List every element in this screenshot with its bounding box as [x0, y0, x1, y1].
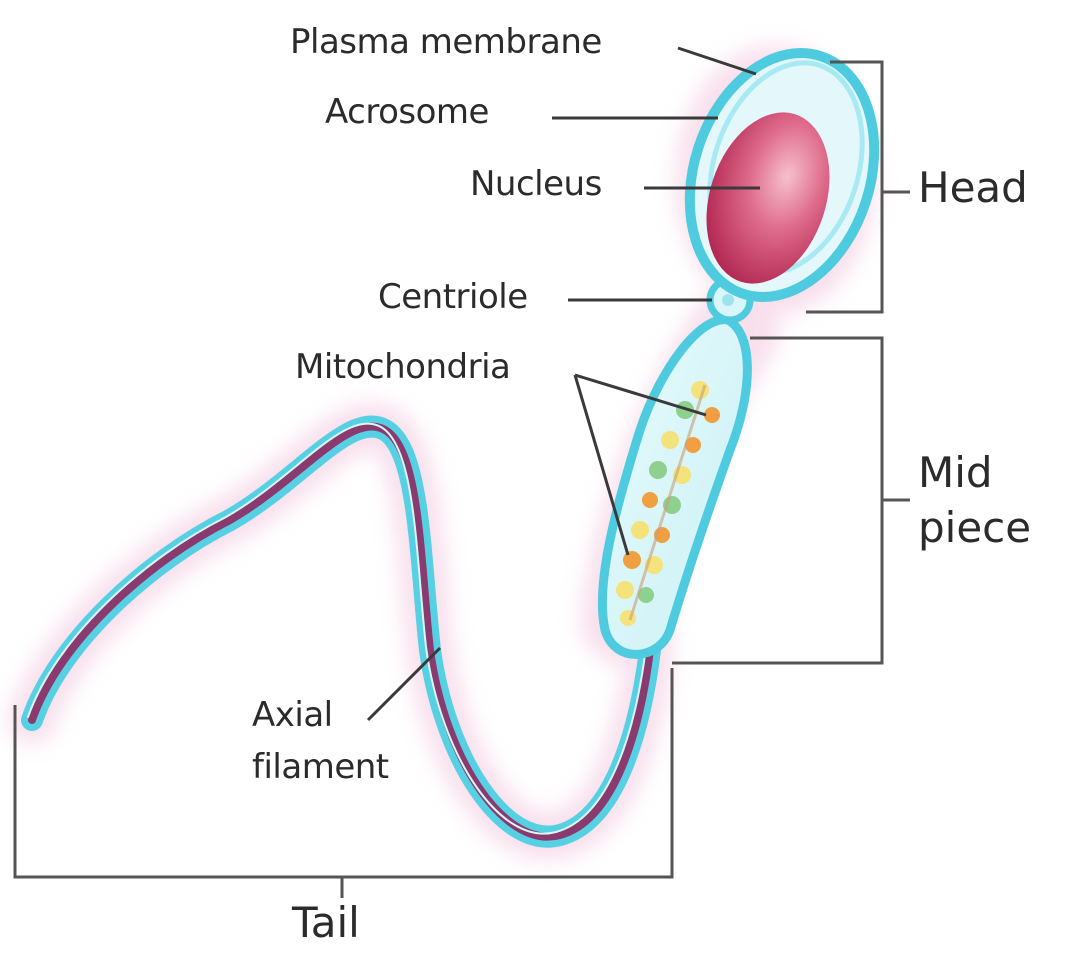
mid-piece: [602, 320, 747, 655]
mid-piece-label-line1: Mid: [918, 448, 993, 497]
plasma-membrane-label: Plasma membrane: [290, 22, 602, 62]
tail-label: Tail: [292, 898, 360, 947]
head: [660, 29, 905, 321]
mitochondria-label: Mitochondria: [295, 347, 510, 387]
mid-piece-label-line2: piece: [918, 503, 1031, 552]
nucleus-label: Nucleus: [470, 164, 602, 204]
centriole-label: Centriole: [378, 277, 528, 317]
axial-filament-label-line1: Axial: [252, 695, 333, 735]
acrosome-label: Acrosome: [325, 92, 489, 132]
axial-filament-label-line2: filament: [252, 747, 389, 787]
head-label: Head: [918, 163, 1028, 212]
